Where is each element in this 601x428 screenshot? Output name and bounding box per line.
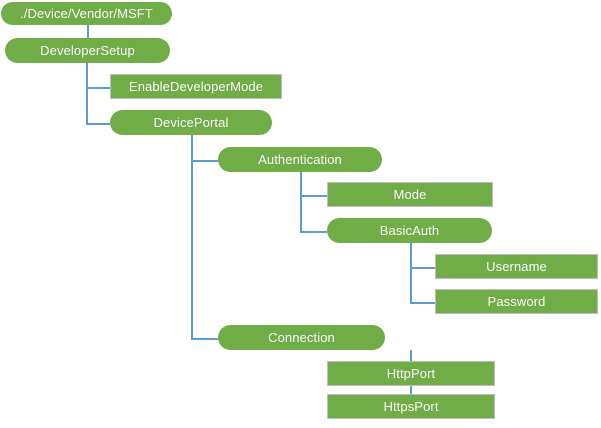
connector-devsetup-devportal	[86, 123, 110, 125]
tree-node-auth[interactable]: Authentication	[218, 147, 382, 172]
connector-trunk-basicauth	[410, 243, 412, 304]
tree-node-label: Username	[486, 259, 547, 274]
tree-node-devportal[interactable]: DevicePortal	[110, 110, 272, 135]
tree-node-enabledev[interactable]: EnableDeveloperMode	[110, 74, 282, 99]
tree-node-label: BasicAuth	[379, 223, 440, 238]
tree-node-root[interactable]: ./Device/Vendor/MSFT	[1, 2, 172, 25]
tree-node-label: Authentication	[258, 152, 342, 167]
tree-node-password[interactable]: Password	[435, 289, 598, 314]
tree-node-mode[interactable]: Mode	[327, 182, 493, 207]
tree-node-label: EnableDeveloperMode	[128, 79, 264, 94]
tree-node-basicauth[interactable]: BasicAuth	[327, 218, 492, 243]
tree-node-label: Connection	[268, 330, 335, 345]
tree-node-httpsport[interactable]: HttpsPort	[327, 394, 495, 419]
tree-node-label: Password	[487, 294, 546, 309]
connector-devportal-auth	[191, 160, 218, 162]
tree-node-label: HttpsPort	[383, 399, 439, 414]
tree-node-label: ./Device/Vendor/MSFT	[20, 6, 153, 21]
connector-trunk-auth	[300, 172, 302, 233]
tree-node-devsetup[interactable]: DeveloperSetup	[5, 38, 170, 63]
connector-devsetup-enabledev	[86, 87, 110, 89]
connector-basicauth-username	[410, 267, 435, 269]
tree-node-httpport[interactable]: HttpPort	[327, 361, 495, 386]
connector-trunk-devsetup	[86, 63, 88, 125]
connector-basicauth-password	[410, 302, 435, 304]
connector-trunk-devportal	[191, 135, 193, 340]
connector-auth-basicauth	[300, 231, 327, 233]
connector-devportal-connection	[191, 338, 218, 340]
tree-node-label: Mode	[393, 187, 427, 202]
tree-node-label: DevicePortal	[153, 115, 229, 130]
connector-auth-mode	[300, 195, 327, 197]
tree-node-label: HttpPort	[386, 366, 436, 381]
tree-node-label: DeveloperSetup	[40, 43, 135, 58]
connector-root-devsetup	[87, 25, 89, 38]
tree-node-username[interactable]: Username	[435, 254, 598, 279]
tree-node-connection[interactable]: Connection	[218, 325, 385, 350]
